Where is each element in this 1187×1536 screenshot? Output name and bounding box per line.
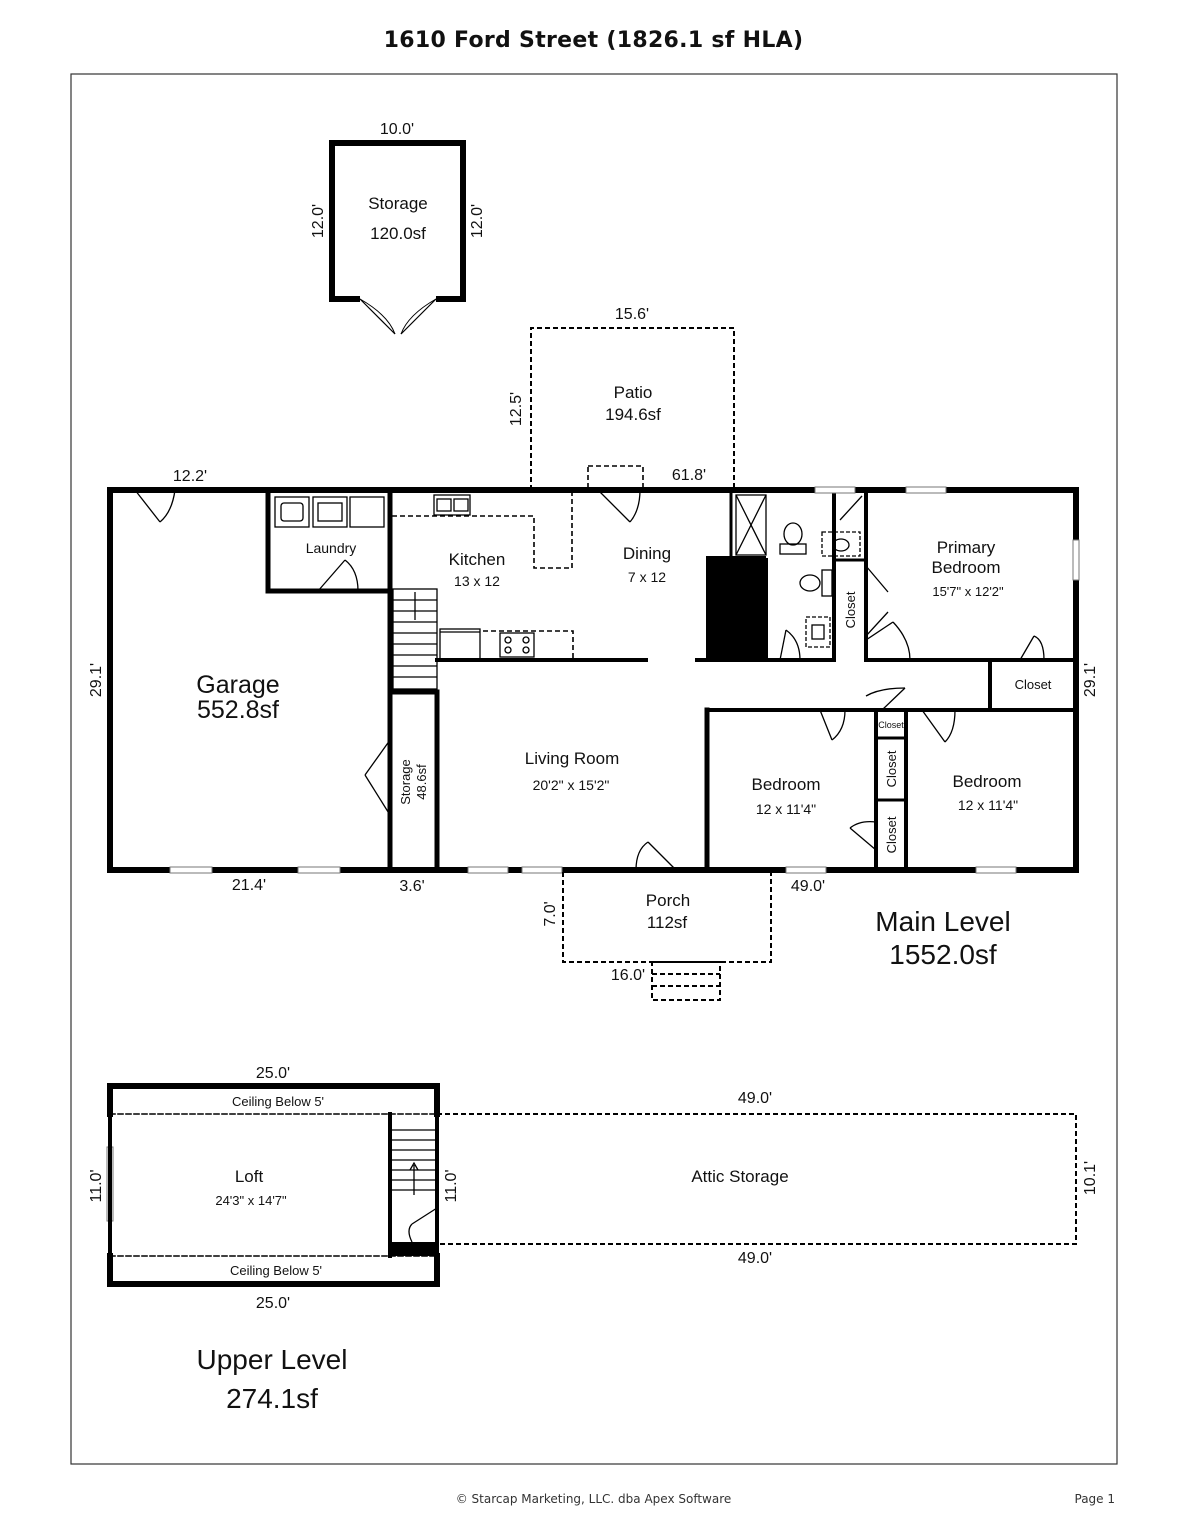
primary-bedroom-name-line1: Primary (937, 538, 996, 557)
main-level-dim-right: 29.1' (1082, 663, 1099, 697)
upper-level-area: 274.1sf (226, 1383, 318, 1414)
storage-building (329, 140, 466, 335)
bedroom-1-name: Bedroom (752, 775, 821, 794)
garage-dim-left: 29.1' (88, 663, 105, 697)
patio-dim-top: 15.6' (615, 306, 649, 323)
living-room-name: Living Room (525, 749, 620, 768)
storage-building-dim-right: 12.0' (469, 204, 486, 238)
storage-building-dim-top: 10.0' (380, 121, 414, 138)
laundry-name: Laundry (306, 540, 357, 556)
attic-dim-top: 49.0' (738, 1090, 772, 1107)
loft-ceiling-bottom: Ceiling Below 5' (230, 1263, 322, 1278)
primary-bedroom-size: 15'7" x 12'2" (932, 584, 1004, 599)
interior-storage-dim-bottom: 3.6' (399, 878, 424, 895)
closet-label-bedroom-2: Closet (884, 816, 899, 853)
main-level-area: 1552.0sf (889, 939, 997, 970)
interior-storage-area: 48.6sf (414, 764, 429, 800)
loft-name: Loft (235, 1167, 264, 1186)
loft-dim-top: 25.0' (256, 1065, 290, 1082)
black-wall-block (706, 556, 766, 660)
loft-stairs (392, 1129, 438, 1243)
page-border (70, 73, 1118, 1465)
bedroom-2-name: Bedroom (953, 772, 1022, 791)
loft-wall-block (388, 1242, 438, 1256)
kitchen-name: Kitchen (449, 550, 506, 569)
loft-dim-right: 11.0' (443, 1169, 460, 1202)
fixtures (274, 465, 861, 690)
kitchen-size: 13 x 12 (454, 573, 500, 589)
main-level-dim-bottom: 49.0' (791, 878, 825, 895)
closet-label-primary: Closet (843, 591, 858, 628)
loft-dim-bottom: 25.0' (256, 1295, 290, 1312)
doors (134, 489, 1045, 871)
porch-name: Porch (646, 891, 690, 910)
page-title: 1610 Ford Street (1826.1 sf HLA) (383, 28, 804, 53)
primary-bedroom-name-line2: Bedroom (932, 558, 1001, 577)
patio-area: 194.6sf (605, 405, 661, 424)
bedroom-2-size: 12 x 11'4" (958, 797, 1018, 813)
loft-size: 24'3" x 14'7" (215, 1193, 287, 1208)
garage-area: 552.8sf (197, 696, 279, 724)
storage-building-dim-left: 12.0' (310, 204, 327, 238)
loft-walls (107, 1083, 440, 1287)
garage-dim-top: 12.2' (173, 468, 207, 485)
attic-dim-right: 10.1' (1082, 1161, 1099, 1195)
porch-outline (562, 872, 772, 1001)
attic-dim-bottom: 49.0' (738, 1250, 772, 1267)
main-level-name: Main Level (875, 906, 1010, 937)
main-level-dim-top: 61.8' (672, 467, 706, 484)
closet-label-small: Closet (878, 720, 904, 730)
main-level-walls (107, 487, 1079, 873)
attic-name: Attic Storage (691, 1167, 788, 1186)
loft-ceiling-top: Ceiling Below 5' (232, 1094, 324, 1109)
patio-dim-left: 12.5' (508, 392, 525, 426)
closet-label-hall: Closet (1015, 677, 1052, 692)
closet-label-bedroom-1: Closet (884, 750, 899, 787)
attic-outline (436, 1113, 1077, 1245)
copyright: © Starcap Marketing, LLC. dba Apex Softw… (455, 1492, 732, 1506)
page-number: Page 1 (1074, 1492, 1116, 1506)
living-room-size: 20'2" x 15'2" (533, 777, 610, 793)
dining-name: Dining (623, 544, 671, 563)
patio-outline (530, 327, 735, 490)
porch-dim-bottom: 16.0' (611, 967, 645, 984)
patio-name: Patio (614, 383, 653, 402)
storage-building-area: 120.0sf (370, 224, 426, 243)
garage-dim-bottom: 21.4' (232, 877, 266, 894)
porch-dim-left: 7.0' (542, 901, 559, 926)
porch-area: 112sf (647, 913, 688, 932)
garage-name: Garage (196, 671, 279, 699)
upper-level-name: Upper Level (197, 1344, 348, 1375)
bedroom-1-size: 12 x 11'4" (756, 801, 816, 817)
loft-dim-left: 11.0' (88, 1169, 105, 1202)
storage-building-name: Storage (368, 194, 428, 213)
interior-storage-name: Storage (398, 759, 413, 805)
dining-size: 7 x 12 (628, 569, 666, 585)
